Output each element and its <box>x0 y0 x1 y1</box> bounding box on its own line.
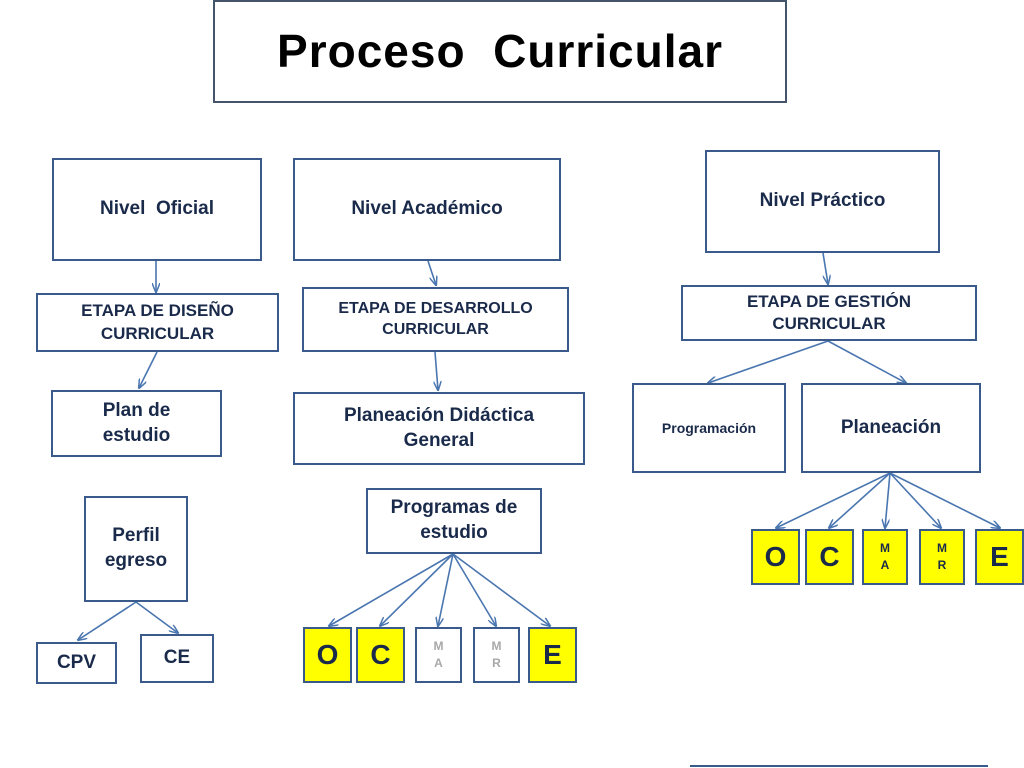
ma-m-label: M <box>433 638 444 653</box>
e-label: E <box>990 541 1009 572</box>
plan-estudio-line-2: estudio <box>102 424 171 446</box>
arrow-planeacion-mr <box>889 472 941 528</box>
perfil-egreso-box: Perfil egreso <box>84 496 188 602</box>
mr-m-label: M <box>491 638 502 653</box>
o-box-academico: O <box>303 627 352 683</box>
etapa-desarrollo-box: ETAPA DE DESARROLLO CURRICULAR <box>302 287 569 352</box>
nivel-practico-box: Nivel Práctico <box>705 150 940 253</box>
arrow-desarrollo-planeacion <box>435 351 438 390</box>
programacion-box: Programación <box>632 383 786 473</box>
etapa-diseno-line-2: CURRICULAR <box>100 323 215 343</box>
c-label: C <box>819 541 840 572</box>
arrow-perfil-ce <box>135 601 178 633</box>
arrow-gestion-programacion <box>708 340 829 383</box>
nivel-practico-label: Nivel Práctico <box>759 190 886 212</box>
planeacion-didactica-line-1: Planeación Didáctica <box>343 404 535 426</box>
nivel-academico-label: Nivel Académico <box>351 198 503 220</box>
cpv-box: CPV <box>36 642 117 684</box>
planeacion-didactica-line-2: General <box>403 429 475 451</box>
arrow-programas-c <box>380 553 454 626</box>
arrow-programas-o <box>329 553 454 626</box>
page-title: Proceso Curricular <box>277 24 723 77</box>
perfil-egreso-line-2: egreso <box>104 550 168 571</box>
etapa-gestion-box: ETAPA DE GESTIÓN CURRICULAR <box>681 285 977 341</box>
etapa-desarrollo-line-2: CURRICULAR <box>382 320 489 338</box>
ce-box: CE <box>140 634 214 683</box>
arrow-practico-gestion <box>822 252 828 284</box>
o-box-practico: O <box>751 529 800 585</box>
cpv-label: CPV <box>56 651 97 673</box>
mr-r-label: R <box>937 558 947 572</box>
nivel-oficial-label: Nivel Oficial <box>99 198 215 220</box>
arrow-planeacion-e <box>889 472 1000 528</box>
etapa-gestion-line-2: CURRICULAR <box>772 314 886 333</box>
o-label: O <box>764 541 787 572</box>
arrow-academico-desarrollo <box>427 260 436 285</box>
arrow-planeacion-o <box>776 472 891 528</box>
mr-r-label: R <box>492 656 501 670</box>
plan-estudio-line-1: Plan de <box>102 399 171 421</box>
o-label: O <box>316 639 339 670</box>
arrow-planeacion-c <box>829 472 891 528</box>
arrow-programas-e <box>452 553 550 626</box>
ma-a-label: A <box>880 558 890 572</box>
arrow-programas-mr <box>452 553 496 626</box>
e-box-practico: E <box>975 529 1024 585</box>
arrow-gestion-planeacion <box>827 340 906 383</box>
etapa-diseno-line-1: ETAPA DE DISEÑO <box>81 301 234 321</box>
programas-estudio-line-1: Programas de <box>390 497 518 519</box>
etapa-desarrollo-line-1: ETAPA DE DESARROLLO <box>338 299 533 317</box>
planeacion-box: Planeación <box>801 383 981 473</box>
arrow-diseno-plan <box>139 351 158 388</box>
etapa-gestion-line-1: ETAPA DE GESTIÓN <box>746 291 912 311</box>
ma-m-label: M <box>880 540 890 555</box>
e-label: E <box>543 639 562 670</box>
arrow-programas-ma <box>438 553 454 626</box>
ma-a-label: A <box>434 656 443 670</box>
e-box-academico: E <box>528 627 577 683</box>
programacion-label: Programación <box>661 419 757 436</box>
c-box-academico: C <box>356 627 405 683</box>
ce-label: CE <box>163 647 191 669</box>
nivel-academico-box: Nivel Académico <box>293 158 561 261</box>
programas-estudio-line-2: estudio <box>420 522 488 543</box>
title-box: Proceso Curricular <box>213 0 787 103</box>
planeacion-label: Planeación <box>840 416 942 438</box>
arrow-planeacion-ma <box>885 472 891 528</box>
arrow-perfil-cpv <box>78 601 137 640</box>
c-box-practico: C <box>805 529 854 585</box>
plan-estudio-box: Plan de estudio <box>51 390 222 457</box>
programas-estudio-box: Programas de estudio <box>366 488 542 554</box>
perfil-egreso-line-1: Perfil <box>112 525 160 547</box>
mr-m-label: M <box>937 540 947 555</box>
nivel-oficial-box: Nivel Oficial <box>52 158 262 261</box>
c-label: C <box>370 639 391 670</box>
